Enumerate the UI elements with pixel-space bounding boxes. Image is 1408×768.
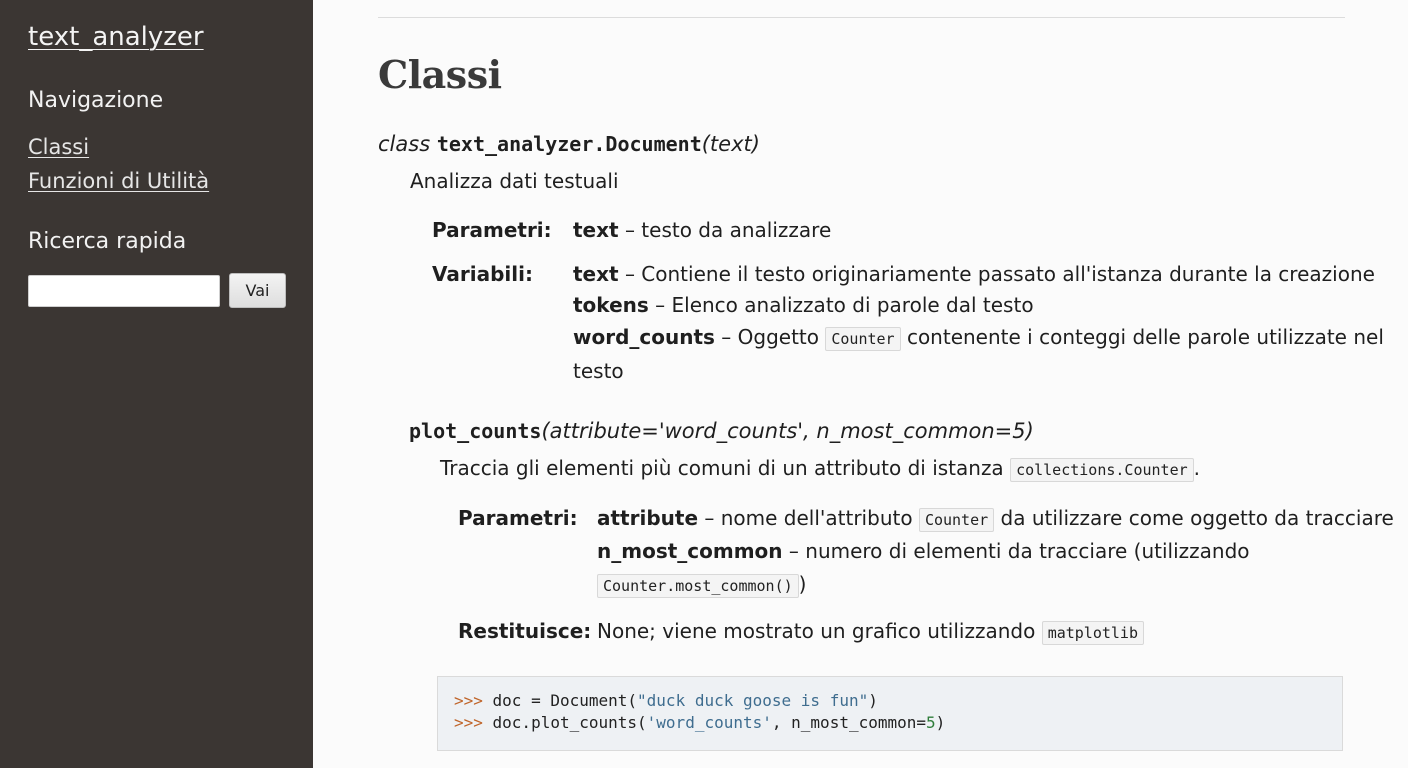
code-text: doc.plot_counts( [492, 713, 647, 732]
param-desc: – numero di elementi da tracciare (utili… [782, 539, 1250, 563]
top-divider [378, 17, 1345, 18]
var-word-counts: word_counts – Oggetto Counter contenente… [573, 325, 1384, 351]
method-param-n-most-common: n_most_common – numero di elementi da tr… [597, 539, 1250, 563]
method-params-label: Parametri: [458, 506, 578, 530]
code-line-2: >>> doc.plot_counts('word_counts', n_mos… [454, 713, 1342, 735]
nav-link-funzioni-utilita[interactable]: Funzioni di Utilità [28, 169, 210, 193]
method-param-n-most-common-cont: Counter.most_common()) [597, 572, 807, 598]
nav-heading: Navigazione [28, 88, 164, 113]
var-term: text [573, 262, 619, 286]
method-name: plot_counts [409, 419, 542, 443]
nav-link-classi[interactable]: Classi [28, 135, 90, 159]
class-signature: class text_analyzer.Document(text) [378, 132, 760, 156]
param-desc-post: da utilizzare come oggetto da tracciare [994, 506, 1394, 530]
param-term: n_most_common [597, 539, 783, 563]
code-text: doc = Document( [492, 691, 638, 710]
code-example: >>> doc = Document("duck duck goose is f… [437, 676, 1343, 751]
var-term: word_counts [573, 325, 715, 349]
search-input[interactable] [28, 274, 220, 307]
class-name: text_analyzer.Document [436, 132, 702, 156]
code-string: 'word_counts' [646, 713, 772, 732]
method-desc-post: . [1193, 456, 1201, 480]
method-param-attribute: attribute – nome dell'attributo Counter … [597, 506, 1394, 532]
inline-code: Counter [825, 327, 901, 351]
inline-code: collections.Counter [1010, 458, 1194, 482]
var-text: text – Contiene il testo originariamente… [573, 262, 1375, 286]
sidebar: text_analyzer Navigazione Classi Funzion… [0, 0, 313, 768]
param-desc-pre: – nome dell'attributo [698, 506, 919, 530]
class-keyword: class [378, 132, 431, 156]
var-term: tokens [573, 293, 649, 317]
class-description: Analizza dati testuali [410, 169, 619, 193]
var-desc-pre: – Oggetto [714, 325, 826, 349]
param-term: attribute [597, 506, 699, 530]
inline-code: matplotlib [1041, 621, 1144, 645]
search-heading: Ricerca rapida [28, 229, 187, 254]
code-text: ) [935, 713, 946, 732]
code-text: , n_most_common= [771, 713, 927, 732]
code-text: ) [868, 691, 878, 710]
code-number: 5 [926, 713, 936, 732]
var-desc-post: contenente i conteggi delle parole utili… [900, 325, 1384, 349]
page-title: Classi [378, 52, 502, 97]
brand-link[interactable]: text_analyzer [28, 22, 204, 52]
code-string: "duck duck goose is fun" [637, 691, 869, 710]
returns-text: None; viene mostrato un grafico utilizza… [597, 619, 1042, 643]
search-form: Vai [28, 273, 313, 308]
param-term: text [573, 218, 619, 242]
vars-label: Variabili: [432, 262, 533, 286]
inline-code: Counter [918, 508, 995, 532]
code-prompt: >>> [454, 713, 493, 732]
param-desc: – testo da analizzare [618, 218, 832, 242]
returns-desc: None; viene mostrato un grafico utilizza… [597, 619, 1144, 645]
param-desc-post: ) [798, 572, 807, 596]
param-text: text – testo da analizzare [573, 218, 831, 242]
var-desc: – Contiene il testo originariamente pass… [618, 262, 1375, 286]
method-description: Traccia gli elementi più comuni di un at… [440, 456, 1201, 482]
method-signature: plot_counts(attribute='word_counts', n_m… [409, 419, 1034, 443]
code-prompt: >>> [454, 691, 493, 710]
var-word-counts-cont: testo [573, 359, 624, 383]
main-content: Classi class text_analyzer.Document(text… [378, 0, 1394, 768]
params-label: Parametri: [432, 218, 552, 242]
method-desc-pre: Traccia gli elementi più comuni di un at… [440, 456, 1011, 480]
var-tokens: tokens – Elenco analizzato di parole dal… [573, 293, 1034, 317]
class-params: (text) [701, 132, 760, 156]
inline-code: Counter.most_common() [597, 574, 799, 598]
search-button[interactable]: Vai [229, 273, 286, 308]
var-desc: – Elenco analizzato di parole dal testo [648, 293, 1034, 317]
returns-label: Restituisce: [458, 619, 592, 643]
method-params: (attribute='word_counts', n_most_common=… [541, 419, 1034, 443]
code-line-1: >>> doc = Document("duck duck goose is f… [454, 691, 1342, 713]
